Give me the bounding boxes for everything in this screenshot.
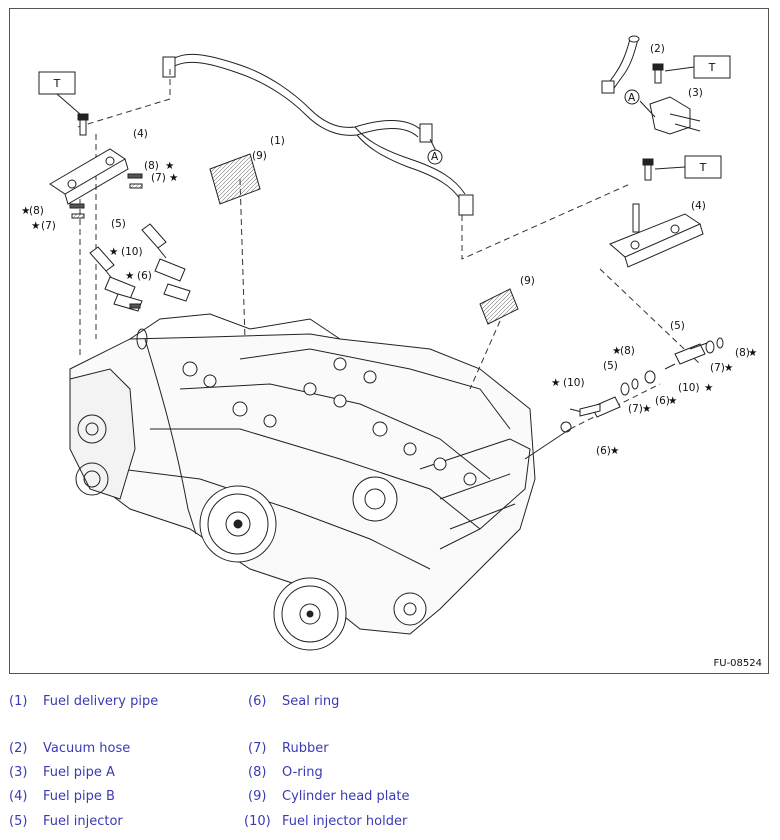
- engine-block: [69, 313, 536, 635]
- callout-5-right-b: (5): [670, 320, 685, 332]
- right-fuel-pipe-b: [609, 158, 704, 268]
- cylinder-head-plates: [209, 153, 519, 325]
- left-injectors: [69, 173, 191, 312]
- star-markers: ★ ★ ★ ★ ★ ★ ★ ★ ★ ★ ★ ★ ★ ★: [21, 160, 757, 457]
- legend-item: (10)Fuel injector holder: [244, 814, 408, 829]
- torque-marker-right: T: [654, 155, 722, 179]
- torque-label: T: [699, 161, 707, 174]
- callout-labels: (1) (2) (3) (4) (4) (5) (5) (5) (6) (6) …: [29, 43, 750, 457]
- star-icon: ★: [31, 220, 40, 232]
- callout-6-right-b: (6): [596, 445, 611, 457]
- ref-a-label: A: [628, 92, 636, 104]
- exploded-diagram: T T T (1) (2) (3) (4) (4) (5) (5) (5) (6…: [9, 8, 769, 674]
- torque-label: T: [53, 77, 61, 90]
- callout-7-left-b: (7): [41, 220, 56, 232]
- callout-9-right: (9): [520, 275, 535, 287]
- crank-pulley: [199, 476, 427, 651]
- legend-item: (6)Seal ring: [248, 694, 340, 709]
- torque-marker-top-right: T: [664, 55, 731, 79]
- star-icon: ★: [21, 205, 30, 217]
- star-icon: ★: [109, 246, 118, 258]
- fuel-delivery-pipe: [162, 53, 474, 216]
- callout-6-left: (6): [137, 270, 152, 282]
- legend-item: (8)O-ring: [248, 765, 323, 780]
- star-icon: ★: [551, 377, 560, 389]
- star-icon: ★: [125, 270, 134, 282]
- star-icon: ★: [668, 395, 677, 407]
- callout-4-right: (4): [691, 200, 706, 212]
- callout-4-left: (4): [133, 128, 148, 140]
- callout-10-right-b: (10): [678, 382, 700, 394]
- legend-item: (4)Fuel pipe B: [9, 789, 115, 804]
- legend-item: (2)Vacuum hose: [9, 741, 131, 756]
- legend-item: (7)Rubber: [248, 741, 329, 756]
- star-icon: ★: [165, 160, 174, 172]
- legend-item: (3)Fuel pipe A: [9, 765, 115, 780]
- callout-7-right-a: (7): [628, 403, 643, 415]
- callout-6-right-a: (6): [655, 395, 670, 407]
- vacuum-hose-and-fuel-pipe-a: [601, 35, 701, 135]
- right-injectors: [524, 337, 724, 460]
- star-icon: ★: [169, 172, 178, 184]
- callout-8-right-b: (8): [735, 347, 750, 359]
- callout-9-left: (9): [252, 150, 267, 162]
- figure-id: FU-08524: [713, 658, 763, 669]
- left-fuel-pipe-b: [49, 113, 129, 205]
- star-icon: ★: [724, 362, 733, 374]
- callout-10-right-a: (10): [563, 377, 585, 389]
- callout-8-left-a: (8): [144, 160, 159, 172]
- star-icon: ★: [642, 403, 651, 415]
- legend-item: (9)Cylinder head plate: [248, 789, 410, 804]
- callout-2: (2): [650, 43, 665, 55]
- star-icon: ★: [748, 347, 757, 359]
- star-icon: ★: [610, 445, 619, 457]
- diagram-canvas: T T T (1) (2) (3) (4) (4) (5) (5) (5) (6…: [21, 35, 757, 651]
- callout-3: (3): [688, 87, 703, 99]
- callout-5-right-a: (5): [603, 360, 618, 372]
- callout-10-left: (10): [121, 246, 143, 258]
- legend-item: (5)Fuel injector: [9, 814, 123, 829]
- torque-marker-left: T: [38, 71, 81, 115]
- callout-8-right-a: (8): [620, 345, 635, 357]
- callout-7-left-a: (7): [151, 172, 166, 184]
- callout-7-right-b: (7): [710, 362, 725, 374]
- torque-label: T: [708, 61, 716, 74]
- star-icon: ★: [704, 382, 713, 394]
- legend-item: (1)Fuel delivery pipe: [9, 694, 159, 709]
- callout-5-left: (5): [111, 218, 126, 230]
- callout-8-left-b: (8): [29, 205, 44, 217]
- star-icon: ★: [612, 345, 621, 357]
- ref-a-label: A: [431, 151, 439, 163]
- callout-1: (1): [270, 135, 285, 147]
